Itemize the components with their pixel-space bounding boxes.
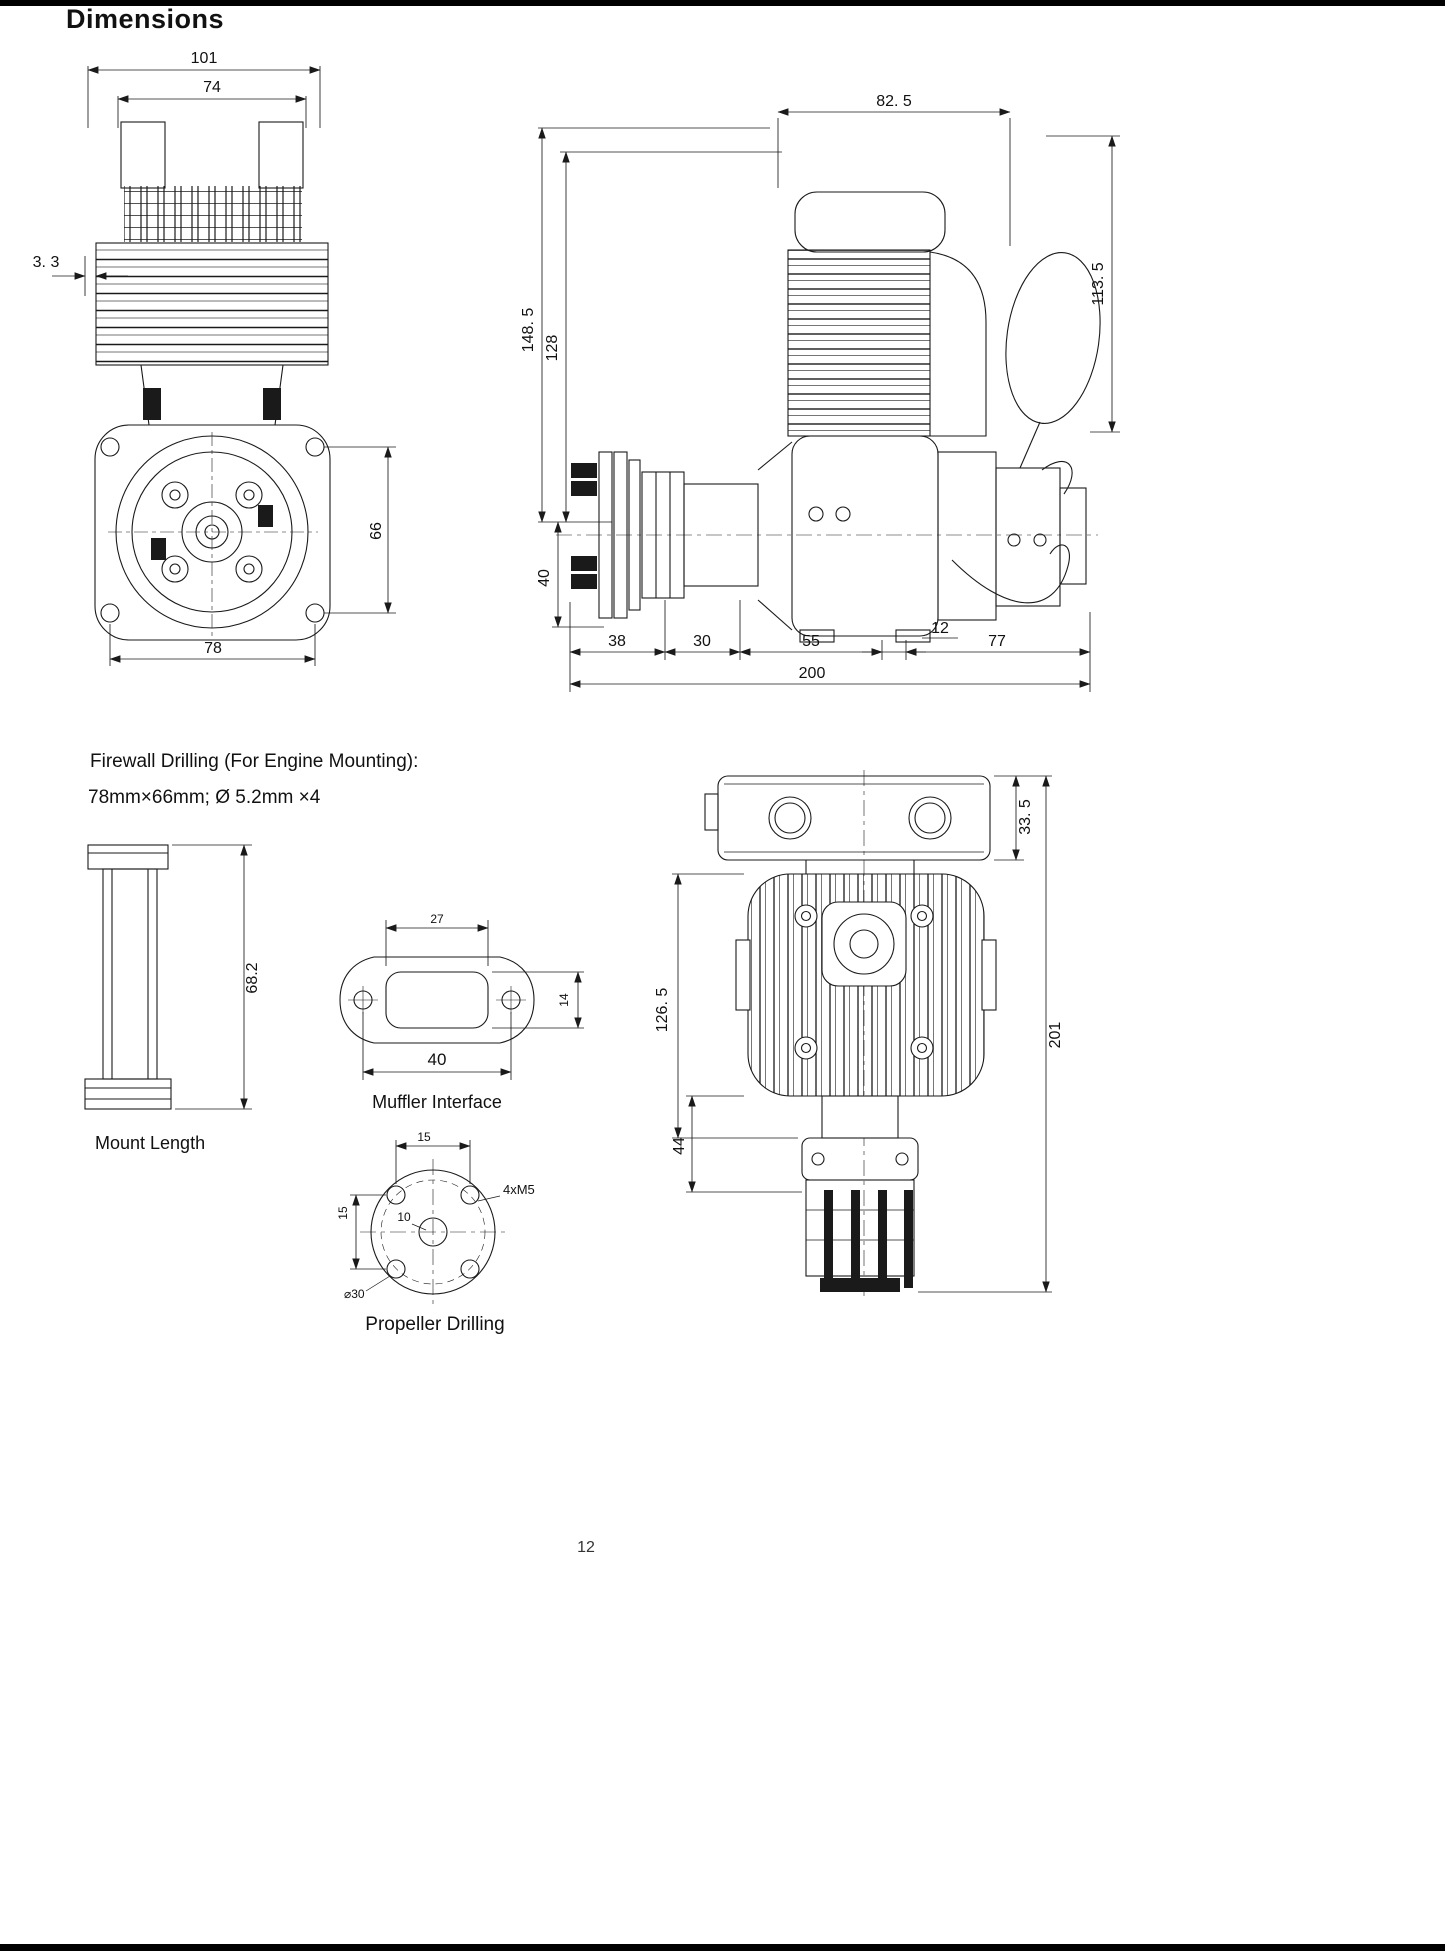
dim-side-height-overall: 148. 5 <box>520 308 537 353</box>
page-number: 12 <box>577 1539 595 1556</box>
dim-front-mount-hole-v: 66 <box>368 522 385 540</box>
firewall-note-line2: 78mm×66mm; Ø 5.2mm ×4 <box>88 787 321 808</box>
dim-front-overall-width: 101 <box>191 50 218 67</box>
dim-side-length-total: 200 <box>799 665 826 682</box>
dim-top-total-height: 201 <box>1047 1022 1064 1049</box>
page-top-edge <box>0 0 1445 6</box>
mount-drawing <box>84 844 172 1110</box>
dim-top-body-height: 126. 5 <box>654 988 671 1033</box>
dim-muffler-port-height: 14 <box>557 993 571 1007</box>
page-bottom-edge <box>0 1944 1445 1951</box>
firewall-note-line1: Firewall Drilling (For Engine Mounting): <box>90 751 419 772</box>
dim-front-fin-offset: 3. 3 <box>33 254 60 271</box>
dim-prop-offset-y: 15 <box>336 1206 350 1220</box>
side-view-drawing <box>556 191 1101 643</box>
dim-mount-length: 68.2 <box>244 962 261 993</box>
mount-dimension-lines <box>172 844 252 1110</box>
dim-prop-bolt-spec: 4xM5 <box>503 1182 535 1197</box>
dim-side-seg-77: 77 <box>988 633 1006 650</box>
dim-front-mount-hole-h: 78 <box>204 640 222 657</box>
front-view-drawing <box>94 121 331 641</box>
dimension-texts: 101 74 3. 3 66 78 82. 5 113. 5 148. 5 12… <box>33 50 1107 1301</box>
mount-length-label: Mount Length <box>95 1133 206 1153</box>
dim-prop-offset-x: 15 <box>417 1130 431 1144</box>
page-title: Dimensions <box>66 4 225 34</box>
dim-side-seg-12: 12 <box>931 620 949 637</box>
dim-side-top-width: 82. 5 <box>876 93 912 110</box>
propeller-dimension-lines <box>350 1140 501 1292</box>
dim-side-height-right: 113. 5 <box>1090 262 1107 305</box>
muffler-interface-label: Muffler Interface <box>372 1092 502 1112</box>
dim-front-head-width: 74 <box>203 79 221 96</box>
dim-top-muffler-height: 33. 5 <box>1017 799 1034 835</box>
top-view-drawing <box>704 770 997 1300</box>
dim-side-height-cylinder: 128 <box>544 335 561 362</box>
muffler-dimension-lines <box>362 920 584 1080</box>
dim-side-seg-30: 30 <box>693 633 711 650</box>
dim-muffler-bolt-spacing: 40 <box>428 1050 447 1069</box>
dim-prop-bolt-circle: ⌀30 <box>344 1287 365 1301</box>
side-view-dimension-lines <box>538 108 1120 692</box>
muffler-interface-drawing <box>339 956 535 1044</box>
dim-muffler-port-width: 27 <box>430 912 444 926</box>
front-view-dimension-lines <box>52 66 396 666</box>
propeller-drilling-drawing <box>360 1159 506 1305</box>
dim-side-hub-drop: 40 <box>536 569 553 587</box>
dim-prop-center-bore: 10 <box>397 1210 411 1224</box>
propeller-drilling-label: Propeller Drilling <box>365 1314 505 1335</box>
dim-top-carb-height: 44 <box>671 1137 688 1155</box>
dim-side-seg-55: 55 <box>802 633 820 650</box>
dim-side-seg-38: 38 <box>608 633 626 650</box>
top-view-dimension-lines <box>672 775 1052 1293</box>
